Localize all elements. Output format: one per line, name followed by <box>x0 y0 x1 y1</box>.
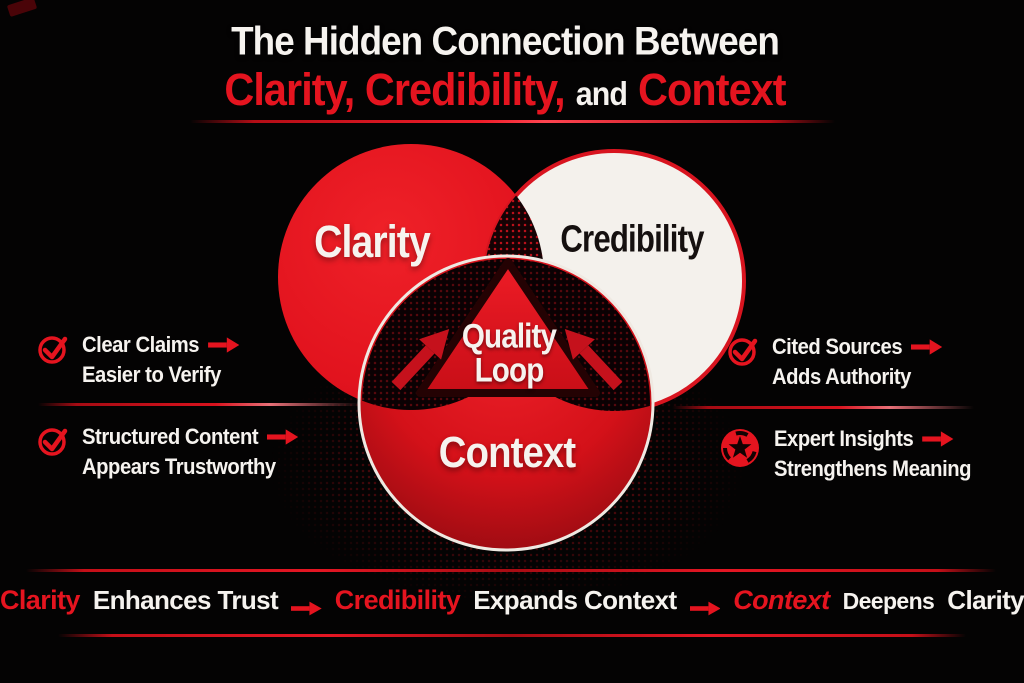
left-inward-arrow <box>391 328 450 391</box>
credibility-label: Credibility <box>560 218 704 261</box>
flow-head-clarity: Clarity <box>0 585 80 615</box>
bullet-line1: Expert Insights <box>774 426 914 451</box>
title-and: and <box>575 75 628 112</box>
flow-tail-deepens: Deepens <box>842 588 935 614</box>
bullet-line1: Clear Claims <box>82 332 200 357</box>
bullet-line2: Strengthens Meaning <box>774 456 972 481</box>
right-arrow-icon <box>208 337 240 353</box>
check-circle-icon <box>726 332 760 373</box>
title-context: Context <box>637 64 787 115</box>
flow-tail-enhances-trust: Enhances Trust <box>92 585 279 615</box>
bullet-line2: Easier to Verify <box>82 362 221 387</box>
star-wheel-icon <box>718 424 762 475</box>
left-divider <box>38 403 360 406</box>
right-divider <box>672 406 974 409</box>
bottom-top-rule <box>26 569 996 572</box>
quality-loop-label-line2: Loop <box>474 351 545 390</box>
right-arrow-icon <box>291 601 322 615</box>
bottom-bottom-rule <box>58 634 966 637</box>
right-arrow-icon <box>267 429 299 445</box>
context-label: Context <box>438 428 576 477</box>
bullet-expert-insights: Expert Insights Strengthens Meaning <box>718 424 988 484</box>
bullet-structured-content: Structured Content Appears Trustworthy <box>36 422 317 482</box>
check-circle-icon <box>36 422 70 463</box>
page-title-line1: The Hidden Connection Between <box>231 19 780 64</box>
bullet-cited-sources: Cited Sources Adds Authority <box>726 332 957 392</box>
flow-statement-row: Clarity Enhances Trust Credibility Expan… <box>0 585 1024 625</box>
bullet-line2: Adds Authority <box>772 364 911 389</box>
title-clarity-credibility: Clarity, Credibility, <box>224 64 565 115</box>
right-inward-arrow <box>564 328 623 391</box>
quality-loop-label-line1: Quality <box>461 317 557 356</box>
bullet-line1: Cited Sources <box>772 334 903 359</box>
flow-tail-clarity: Clarity <box>947 585 1024 615</box>
bullet-clear-claims: Clear Claims Easier to Verify <box>36 330 253 390</box>
clarity-label: Clarity <box>314 216 431 267</box>
flow-head-context: Context <box>733 585 830 615</box>
check-circle-icon <box>36 330 70 371</box>
title-underline <box>190 120 835 123</box>
right-arrow-icon <box>689 601 721 615</box>
page-title-line2: Clarity, Credibility, and Context <box>224 64 787 116</box>
flow-head-credibility: Credibility <box>334 585 461 615</box>
right-arrow-icon <box>922 431 954 447</box>
bullet-line2: Appears Trustworthy <box>82 454 276 479</box>
flow-tail-expands-context: Expands Context <box>473 585 677 615</box>
bullet-line1: Structured Content <box>82 424 259 449</box>
quality-loop-triangle <box>416 258 600 397</box>
right-arrow-icon <box>911 339 943 355</box>
